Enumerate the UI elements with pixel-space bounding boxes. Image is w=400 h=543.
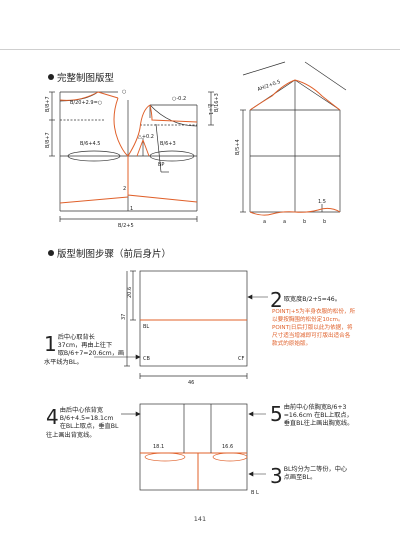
step-4-number: 4 <box>46 405 59 429</box>
step-1-line-1: 后中心取背长 <box>57 334 95 341</box>
bottom-dim-label: B/2+5 <box>118 223 134 229</box>
neck-o2-label: ○ <box>122 89 126 95</box>
header-rule <box>0 49 400 50</box>
sleeve-label-b1: b <box>303 219 306 225</box>
point-line-4: 尺寸适当增减即可打版出适合各 <box>272 333 351 339</box>
chest-right-label: B/6+3 <box>160 141 176 147</box>
step-2: 2 取宽度B/2+5=46。 <box>270 290 380 310</box>
sleeve-label-a1: a <box>263 219 266 225</box>
neck-formula-label: B/20+2.9=○ <box>70 100 102 106</box>
bullet-icon <box>48 250 54 256</box>
step-2-line-1: 取宽度B/2+5=46。 <box>283 296 341 303</box>
right-vert-label-1: △+1 <box>207 104 213 115</box>
sleeve-label-b2: b <box>323 219 326 225</box>
width-bl-label: B L <box>251 490 259 496</box>
step-1-number: 1 <box>44 332 57 356</box>
point-line-3: POINT|日后打版以此为依据，将 <box>272 325 353 331</box>
step-1-line-4: 水平线为BL。 <box>44 358 83 366</box>
neck-o-label: ○-0.2 <box>172 96 186 102</box>
figure-complete-bodice <box>49 91 214 222</box>
point-note: POINT|+5为半身衣服的松份，所 以要按胸围的松份定10cm。 POINT|… <box>272 308 384 348</box>
bullet-icon <box>48 74 54 80</box>
step-4-line-2: B/6+4.5=18.1cm <box>59 415 114 423</box>
rect-cb-label: CB <box>143 356 150 362</box>
figure-base-rectangle <box>124 270 248 379</box>
step-2-number: 2 <box>270 288 283 312</box>
back-width-value: 18.1 <box>153 444 164 450</box>
step-3: 3 BL均分为二等份，中心 点画至BL。 <box>270 466 382 486</box>
rect-dim2-label: 37 <box>121 314 127 320</box>
step-arrows <box>94 294 268 360</box>
left-dim-mid-label: B/8+7 <box>45 132 51 148</box>
figure-complete-bodice-red <box>59 91 198 204</box>
rect-bottom-dim-label: 46 <box>188 380 194 386</box>
step-3-line-1: BL均分为二等份，中心 <box>283 466 348 473</box>
apex-label: △+0.2 <box>138 134 154 140</box>
step-1-line-3: 取B/6+7=20.6cm，画 <box>57 350 125 358</box>
rect-bl-label: BL <box>143 324 149 330</box>
step-4-line-3: 在BL上取点，垂直BL <box>59 423 119 431</box>
mark-2-label: 2 <box>123 186 126 192</box>
mark-1-5-label: 1.5 <box>318 199 326 205</box>
right-vert-label-2: B/16+3 <box>214 93 220 112</box>
chest-width-value: 16.6 <box>222 444 233 450</box>
rect-cf-label: CF <box>238 356 244 362</box>
figure-sleeve-red <box>249 79 341 216</box>
point-line-1: POINT|+5为半身衣服的松份，所 <box>272 309 356 315</box>
sleeve-height-label: B/5+4 <box>235 139 241 155</box>
step-3-number: 3 <box>270 464 283 488</box>
rect-dim1-label: 20.6 <box>127 287 133 298</box>
figure-width-lines <box>139 403 248 491</box>
step-5-number: 5 <box>270 402 283 426</box>
section-title-complete-pattern: 完整制图版型 <box>48 70 114 84</box>
step-1: 1 后中心取背长 37cm，再由上往下 取B/6+7=20.6cm，画 水平线为… <box>44 334 126 367</box>
step-5-line-1: 由前中心依胸宽B/6+3 <box>283 404 347 411</box>
step-5: 5 由前中心依胸宽B/6+3 =16.6cm 在BL上取点， 垂直BL往上画出胸… <box>270 404 382 429</box>
step-3-line-2: 点画至BL。 <box>283 474 317 482</box>
sleeve-label-a2: a <box>283 219 286 225</box>
step-4-line-1: 由后中心依背宽 <box>59 407 104 414</box>
left-dim-top-label: B/8+7 <box>45 96 51 112</box>
point-line-2: 以要按胸围的松份定10cm。 <box>272 317 344 323</box>
figure-width-arrows <box>121 411 266 477</box>
step-5-line-2: =16.6cm 在BL上取点， <box>283 412 353 420</box>
step-4-line-4: 往上画出背宽线。 <box>46 431 96 439</box>
chest-left-label: B/6+4.5 <box>80 141 100 147</box>
section-title-steps: 版型制图步骤（前后身片） <box>48 246 171 260</box>
step-4: 4 由后中心依背宽 B/6+4.5=18.1cm 在BL上取点，垂直BL 往上画… <box>46 407 122 440</box>
point-line-5: 款式的原始版。 <box>272 341 312 347</box>
bp-label: BP <box>158 162 164 168</box>
step-5-line-3: 垂直BL往上画出胸宽线。 <box>283 420 354 428</box>
figure-sleeve <box>240 61 347 213</box>
step-1-line-2: 37cm，再由上往下 <box>57 342 113 350</box>
page-number: 141 <box>193 515 207 523</box>
mark-1-label: 1 <box>130 206 133 212</box>
